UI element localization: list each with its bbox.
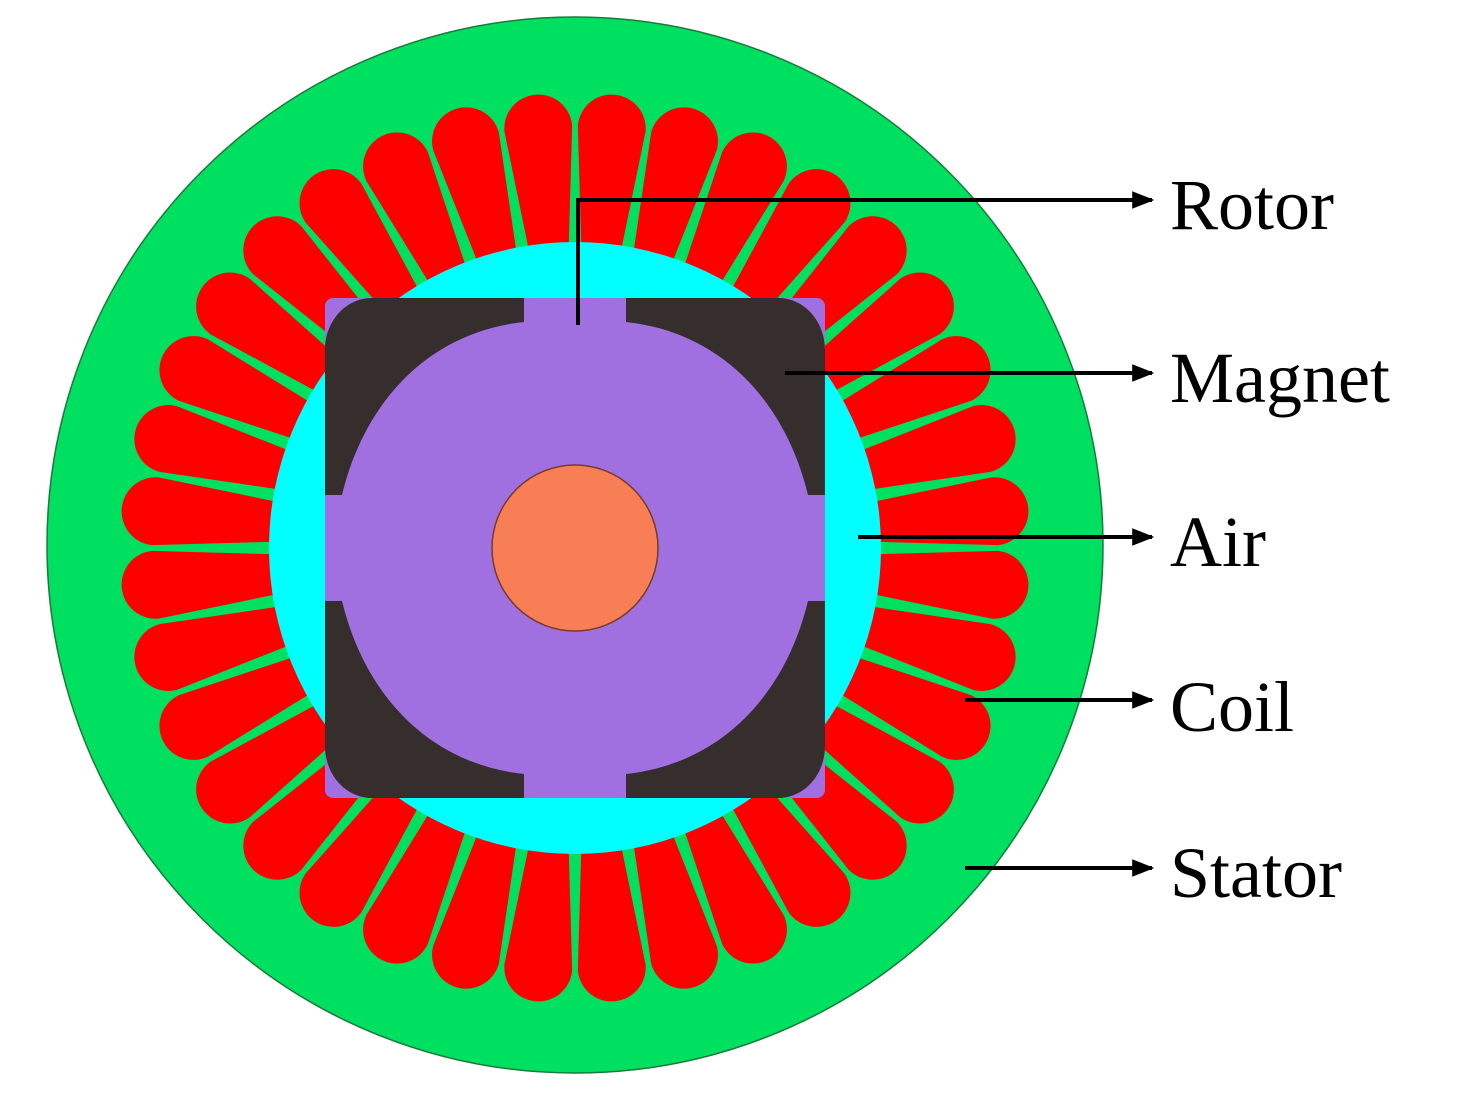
coil-slot [299, 169, 432, 333]
rotor-leader-line [576, 191, 1155, 325]
coil-slot [159, 336, 333, 448]
coil-slot [836, 602, 1016, 691]
magnet-bottom-right [626, 601, 825, 798]
coil-slot [159, 648, 333, 760]
air-label: Air [1170, 502, 1266, 582]
coil-slot [577, 820, 646, 1002]
coil-slot [718, 169, 851, 333]
leader-lines [576, 191, 1155, 877]
coil-slot [675, 132, 787, 306]
coil-slot [629, 107, 718, 287]
coil-slot [504, 94, 573, 276]
coil-slot [836, 405, 1016, 494]
coil-slot [363, 132, 475, 306]
coil-slot [134, 405, 314, 494]
coil-slot [121, 550, 303, 619]
magnet-top-left [325, 298, 524, 495]
rotor-label: Rotor [1170, 165, 1334, 245]
coil-slot [817, 648, 991, 760]
coil-slot [121, 477, 303, 546]
coil-slot [363, 790, 475, 964]
coil-slot [790, 691, 954, 824]
coil-slot [675, 790, 787, 964]
coil-label: Coil [1170, 667, 1294, 747]
magnet-label: Magnet [1170, 338, 1390, 418]
magnet-top-right [626, 298, 825, 495]
coil-slot [577, 94, 646, 276]
coil-slot [629, 809, 718, 989]
coil-slot [817, 336, 991, 448]
label-group: Rotor Magnet Air Coil Stator [1170, 165, 1390, 913]
coil-slot [432, 107, 521, 287]
coil-slot [847, 550, 1029, 619]
coil-slot [847, 477, 1029, 546]
shaft [491, 464, 659, 632]
magnet-group [325, 298, 825, 798]
coil-slot [299, 763, 432, 927]
coil-slot [196, 272, 360, 405]
coil-slot [432, 809, 521, 989]
stator-label: Stator [1170, 833, 1342, 913]
coil-slot [196, 691, 360, 824]
magnet-bottom-left [325, 601, 524, 798]
coil-slot [718, 763, 851, 927]
coil-slot [134, 602, 314, 691]
coil-slot [504, 820, 573, 1002]
